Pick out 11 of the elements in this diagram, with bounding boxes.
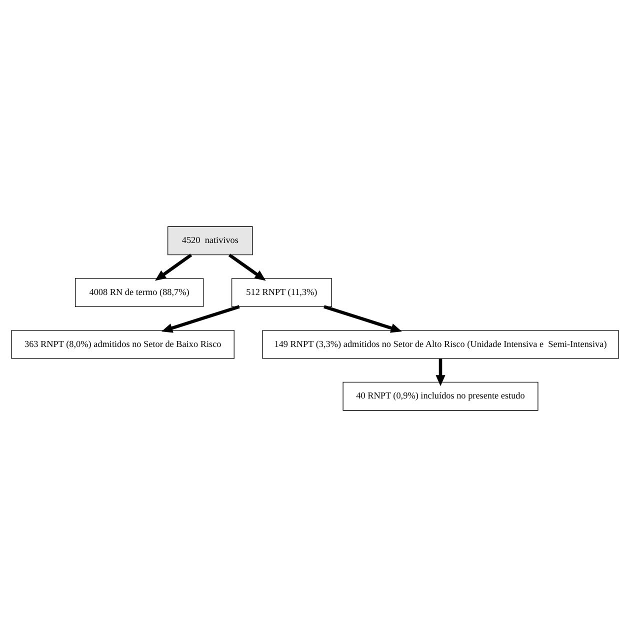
node-box: 512 RNPT (11,3%) — [232, 278, 332, 307]
arrow — [162, 304, 240, 332]
arrow — [324, 304, 402, 332]
arrow — [436, 358, 446, 386]
node-box: 4008 RN de termo (88,7%) — [74, 278, 204, 307]
node-box: 4520 nativivos — [168, 226, 253, 255]
node-box: 40 RNPT (0,9%) incluídos no presente estudo — [342, 381, 538, 410]
node-box: 149 RNPT (3,3%) admitidos no Setor de Alto Risco (Unidade Intensiva e Semi-Intensiva) — [262, 329, 619, 358]
arrow — [228, 253, 266, 280]
node-box: 363 RNPT (8,0%) admitidos no Setor de Baixo Risco — [11, 329, 234, 358]
arrow — [155, 253, 192, 280]
